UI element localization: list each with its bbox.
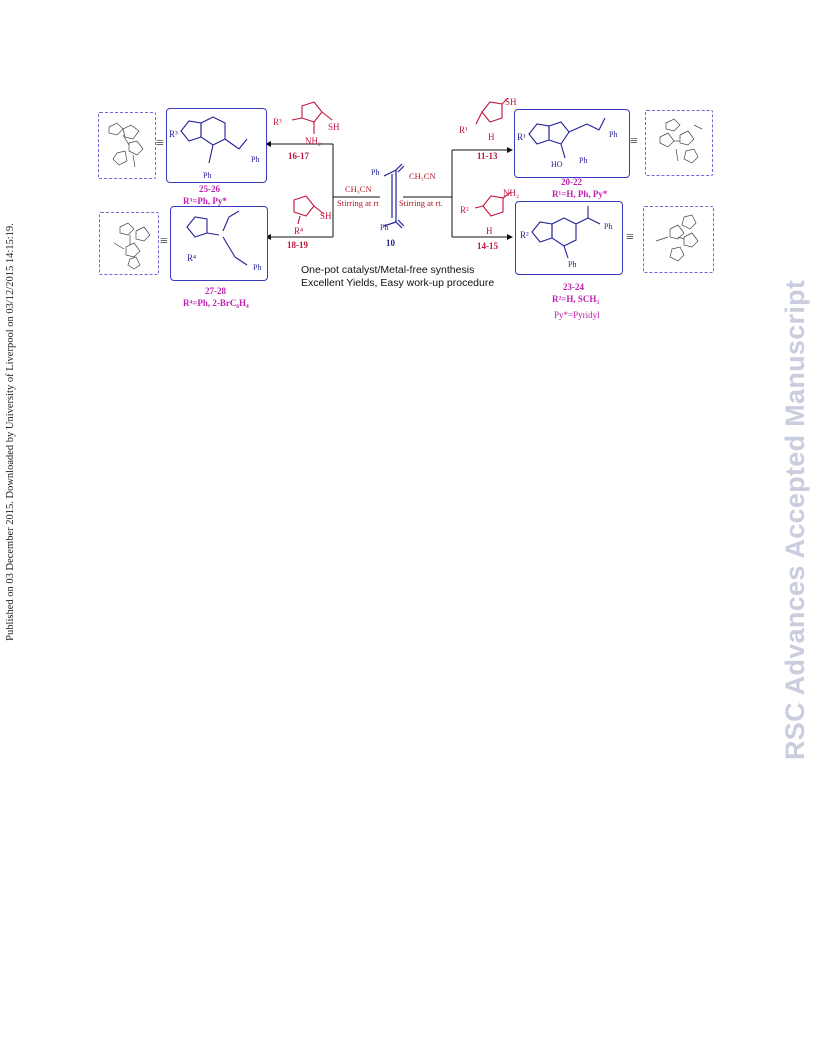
product-23-24-substituents: R²=H, SCH₃ — [552, 294, 600, 304]
reagent-16-17-nh2: NH₂ — [305, 136, 322, 146]
product-23-24-label: 23-24 — [563, 282, 584, 292]
product-27-28-box: Ph R⁴ — [170, 206, 268, 281]
reagent-14-15-h: H — [486, 226, 493, 236]
reagent-16-17-structure — [291, 101, 333, 134]
reagent-11-13-sh: SH — [505, 97, 517, 107]
product-25-26-label: 25-26 — [199, 184, 220, 194]
product-20-22-ho: HO — [551, 160, 563, 169]
product-25-26-r3: R³ — [169, 129, 178, 139]
crystal-structure-25-26 — [98, 112, 156, 179]
reagent-16-17-r3: R³ — [273, 117, 282, 127]
reagent-14-15-r2: R² — [460, 205, 469, 215]
reagent-18-19-label: 18-19 — [287, 240, 308, 250]
product-23-24-ph-right: Ph — [604, 222, 613, 231]
product-20-22-r1: R¹ — [517, 132, 526, 142]
equivalence-symbol-27-28: ≡ — [160, 234, 168, 249]
product-27-28-label: 27-28 — [205, 286, 226, 296]
reagent-11-13-structure — [475, 97, 509, 125]
crystal-structure-27-28 — [99, 212, 159, 275]
reagent-11-13-r1: R¹ — [459, 125, 468, 135]
product-23-24-box: R² Ph Ph — [515, 201, 623, 275]
right-condition: Stirring at rt. — [399, 198, 443, 208]
equivalence-symbol-25-26: ≡ — [156, 136, 164, 151]
reagent-16-17-label: 16-17 — [288, 151, 309, 161]
left-solvent: CH₃CN — [345, 184, 372, 194]
product-23-24-structure — [531, 206, 601, 259]
left-condition: Stirring at rt — [337, 198, 379, 208]
equivalence-symbol-23-24: ≡ — [626, 230, 634, 245]
product-27-28-ph: Ph — [253, 263, 262, 272]
reagent-11-13-h: H — [488, 132, 495, 142]
product-20-22-label: 20-22 — [561, 177, 582, 187]
equivalence-symbol-20-22: ≡ — [630, 134, 638, 149]
reagent-11-13-label: 11-13 — [477, 151, 498, 161]
product-23-24-r2: R² — [520, 230, 529, 240]
reaction-arrows — [265, 141, 513, 240]
accepted-manuscript-watermark: RSC Advances Accepted Manuscript — [780, 279, 810, 760]
product-20-22-ph-bottom: Ph — [579, 156, 588, 165]
compound-10-ph-bottom: Ph — [380, 223, 389, 232]
product-27-28-r4: R⁴ — [187, 253, 197, 263]
product-27-28-substituents: R⁴=Ph, 2-BrC₆H₄ — [183, 298, 249, 308]
product-23-24-pyridyl-note: Py*=Pyridyl — [554, 310, 600, 320]
reagent-14-15-structure — [474, 191, 512, 217]
product-20-22-substituents: R¹=H, Ph, Py* — [552, 189, 608, 199]
product-25-26-box: R³ Ph Ph — [166, 108, 267, 183]
reagent-18-19-structure — [293, 195, 325, 225]
product-27-28-structure — [186, 210, 248, 266]
product-25-26-structure — [180, 116, 248, 164]
product-20-22-ph-right: Ph — [609, 130, 618, 139]
reagent-14-15-label: 14-15 — [477, 241, 498, 251]
product-25-26-ph-bottom: Ph — [203, 171, 212, 180]
right-solvent: CH₃CN — [409, 171, 436, 181]
summary-line-1: One-pot catalyst/Metal-free synthesis — [301, 264, 475, 276]
product-20-22-box: R¹ Ph HO Ph — [514, 109, 630, 178]
compound-10-ph-top: Ph — [371, 168, 380, 177]
product-23-24-ph-bottom: Ph — [568, 260, 577, 269]
reagent-16-17-sh: SH — [328, 122, 340, 132]
reagent-18-19-r4: R⁴ — [294, 226, 304, 236]
reagent-14-15-nh2: NH₂ — [503, 188, 520, 198]
crystal-structure-20-22 — [645, 110, 713, 176]
compound-10-structure — [383, 163, 405, 229]
product-25-26-substituents: R³=Ph, Py* — [183, 196, 227, 206]
product-25-26-ph-right: Ph — [251, 155, 260, 164]
compound-10-label: 10 — [386, 238, 395, 248]
product-20-22-structure — [528, 117, 606, 159]
reagent-18-19-sh: SH — [320, 211, 332, 221]
summary-line-2: Excellent Yields, Easy work-up procedure — [301, 277, 495, 289]
crystal-structure-23-24 — [643, 206, 714, 273]
